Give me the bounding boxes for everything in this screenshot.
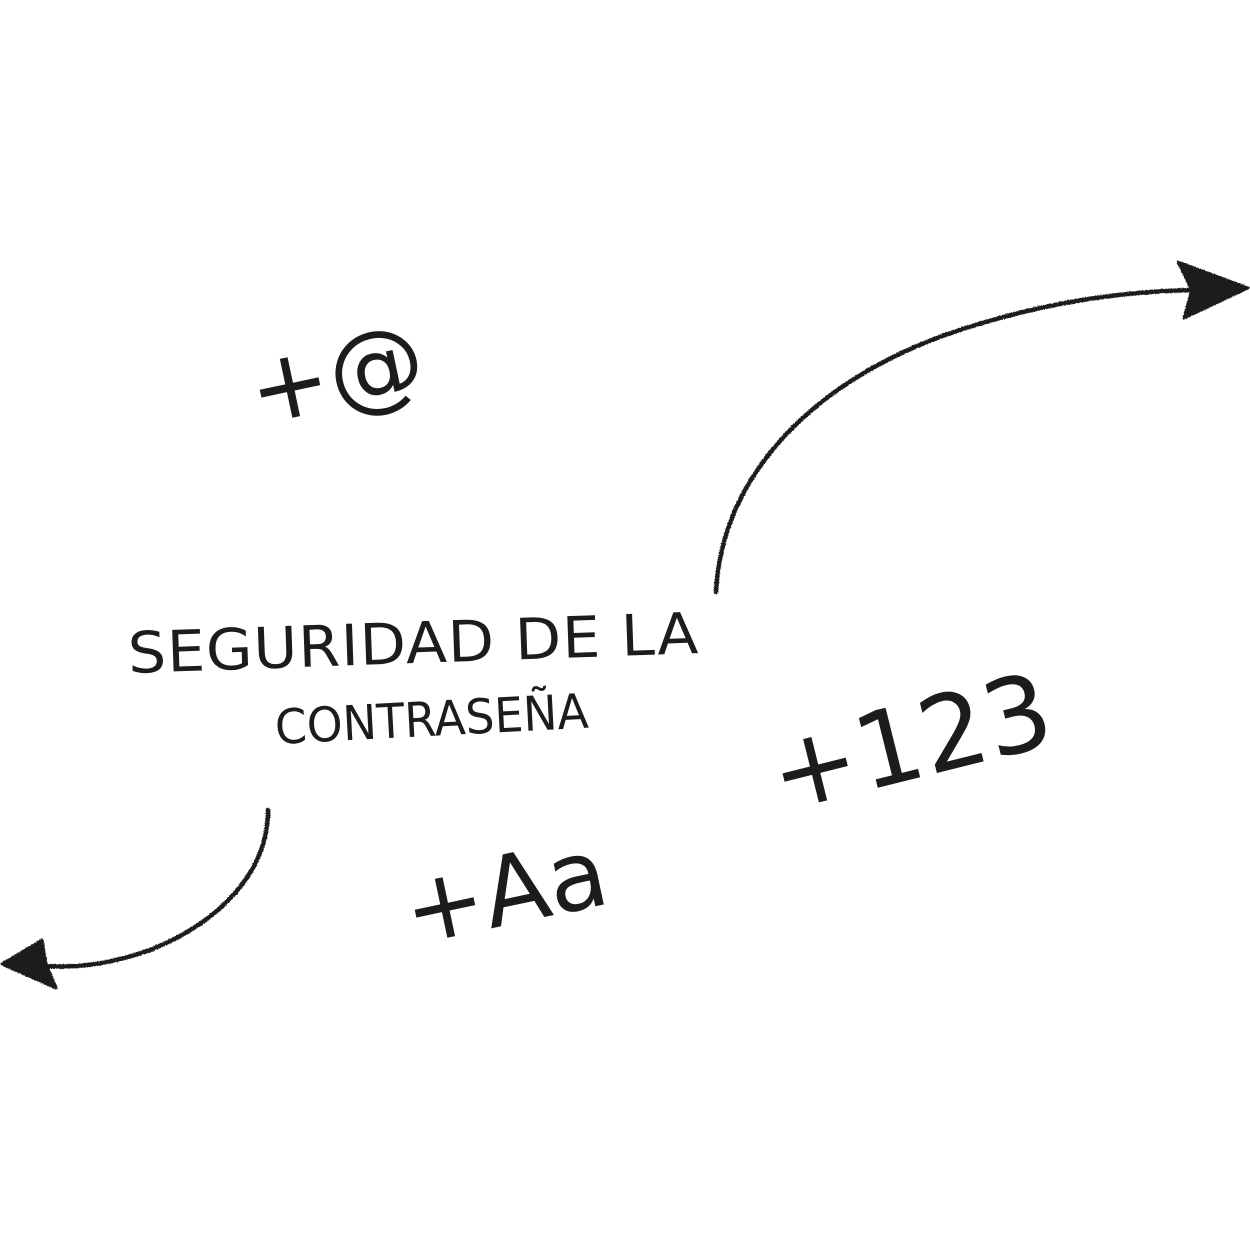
arrow-down-left-head: [0, 938, 58, 990]
arrow-up-right-stroke: [713, 287, 1193, 595]
arrow-down-left-stroke: [32, 807, 271, 969]
arrow-up-right: [713, 260, 1250, 595]
arrow-up-right-head: [1176, 260, 1250, 320]
arrow-down-left: [0, 807, 271, 990]
